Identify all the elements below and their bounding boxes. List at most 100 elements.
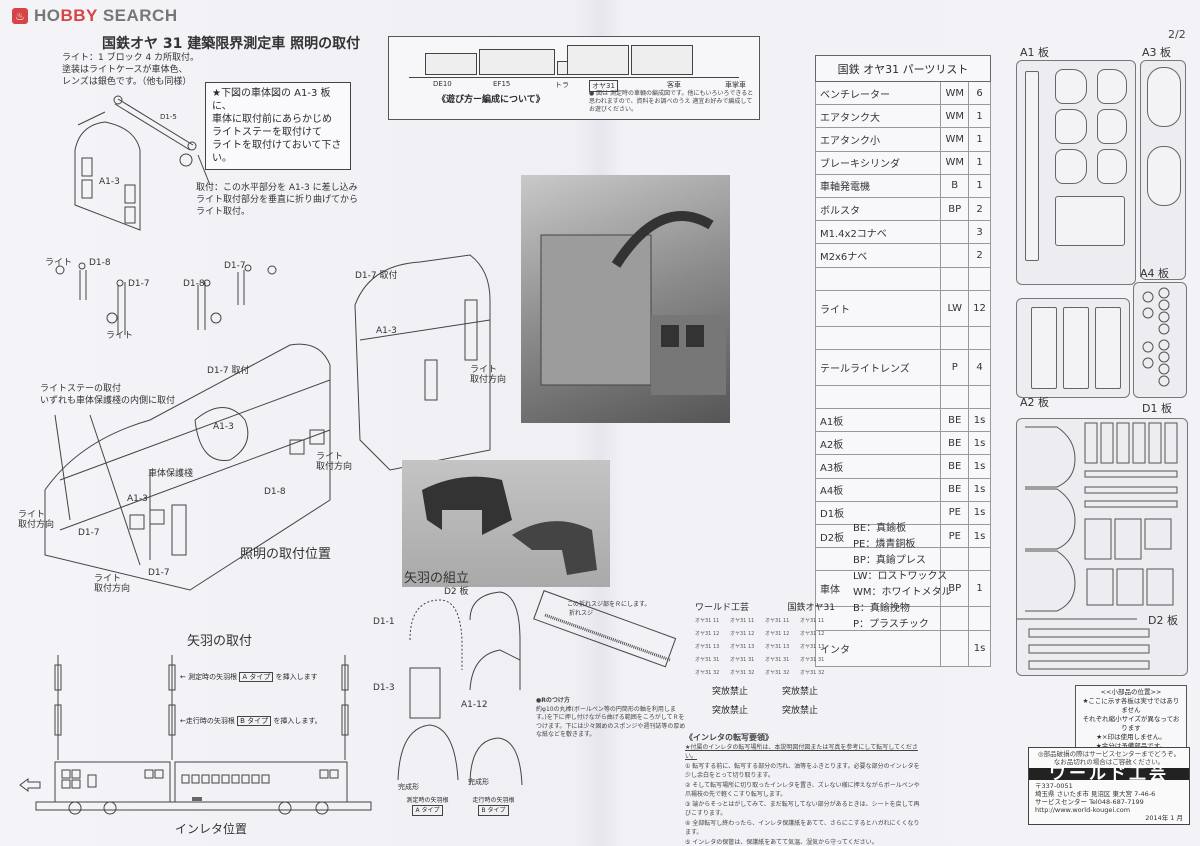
label-light-1: ライト — [45, 258, 73, 268]
label-d2-sheet-etch: D2 板 — [1148, 614, 1178, 627]
label-light-dir-right: ライト取付方向 — [316, 452, 353, 472]
car-brake-van: 車掌車 — [725, 81, 746, 89]
parts-mat-cell: WM — [940, 150, 969, 175]
label-d1-sheet: D1 板 — [1142, 402, 1172, 415]
decal-number: オヤ31 32 — [800, 670, 825, 676]
label-d1-7-a: D1-7 — [128, 279, 150, 289]
parts-qty-cell: 2 — [968, 243, 991, 268]
decal-number: オヤ31 32 — [695, 670, 720, 676]
decal-maker: ワールド工芸 — [695, 603, 750, 613]
parts-name-cell: ボルスタ — [814, 196, 942, 222]
car-de10: DE10 — [433, 80, 452, 88]
label-d1-7-body: D1-7 — [78, 528, 100, 538]
label-fold-note: この折れスジ部をＲにします。 — [567, 601, 651, 608]
parts-qty-cell: 3 — [968, 220, 991, 245]
parts-qty-cell — [968, 547, 991, 572]
label-d1-7-b: D1-7 — [224, 261, 246, 271]
parts-qty-cell: 2 — [968, 196, 991, 222]
decal-position-label: インレタ位置 — [175, 822, 248, 836]
car-passenger: 客車 — [667, 81, 681, 89]
a-type-instruction: ← 測定時の矢羽根 A タイプ を挿入します — [180, 672, 318, 682]
r-bending-note: ●Rのつけ方 約φ10の丸棒(ボールペン等の円筒形の軸を利用します。)を下に押し… — [536, 697, 686, 738]
decal-instructions: 《インレタの転写要領》 ★付属のインレタの転写場所は、本説明図付図または写真を参… — [685, 733, 920, 846]
formation-title: 《遊び方ー編成について》 — [437, 95, 545, 105]
decal-number: オヤ31 11 — [730, 618, 755, 624]
decal-number: オヤ31 13 — [695, 644, 720, 650]
light-note: ライト：1 ブロック 4 カ所取付。 塗装はライトケースが車体色、 レンズは銀色… — [62, 53, 200, 87]
label-body-guard: 車体保護棧 — [148, 469, 194, 479]
car-tora: トラ — [555, 81, 569, 89]
parts-row — [814, 325, 991, 350]
parts-name-cell: D1板 — [814, 500, 942, 526]
parts-name-cell: A4板 — [814, 477, 942, 502]
b-type-instruction: ←走行時の矢羽根 B タイプ を挿入します。 — [180, 716, 322, 726]
parts-qty-cell: 4 — [968, 348, 991, 386]
label-a1-3-body: A1-3 — [213, 422, 234, 432]
parts-list-title: 国鉄 オヤ31 パーツリスト — [815, 55, 991, 82]
parts-mat-cell: P — [940, 348, 969, 386]
decal-number: オヤ31 12 — [765, 631, 790, 637]
decal-model: 国鉄オヤ31 — [787, 603, 835, 613]
decal-number: オヤ31 11 — [695, 618, 720, 624]
label-d1-8-body: D1-8 — [264, 487, 286, 497]
gauge-install-diagram — [19, 655, 372, 815]
decal-number: オヤ31 11 — [765, 618, 790, 624]
page-number: 2/2 — [1168, 28, 1186, 41]
decal-number: オヤ31 13 — [765, 644, 790, 650]
label-d1-8-b: D1-8 — [183, 279, 205, 289]
parts-row: M1.4x2コナベ 3 — [814, 220, 991, 245]
decal-number: オヤ31 31 — [765, 657, 790, 663]
page-title: 国鉄オヤ 31 建築限界測定車 照明の取付 — [102, 36, 361, 52]
parts-name-cell: A3板 — [814, 454, 942, 479]
label-d1-5: D1-5 — [160, 113, 177, 121]
parts-name-cell: A2板 — [814, 431, 942, 456]
parts-name-cell: A1板 — [814, 408, 942, 433]
parts-qty-cell: 1 — [968, 127, 991, 152]
parts-qty-cell: 1s — [968, 477, 991, 502]
label-done-b: 完成形 — [468, 778, 489, 786]
label-light-dir-right-car: ライト取付方向 — [470, 365, 507, 385]
mount-note: 取付：この水平部分を A1-3 に差し込み ライト取付部分を垂直に折り曲げてから… — [196, 183, 359, 217]
gauge-assembly-caption: 矢羽の組立 — [404, 571, 470, 586]
label-a1-3-body-b: A1-3 — [127, 494, 148, 504]
parts-qty-cell — [968, 325, 991, 350]
decal-number: オヤ31 12 — [800, 631, 825, 637]
train-formation-box: DE10 EF15 トラ オヤ31 客車 車掌車 《遊び方ー編成について》 ● … — [388, 36, 760, 120]
parts-row — [814, 384, 991, 410]
car-oya31: オヤ31 — [589, 80, 618, 92]
parts-qty-cell: 12 — [968, 289, 991, 327]
label-done-a: 完成形 — [398, 783, 419, 791]
parts-qty-cell: 1 — [968, 570, 991, 608]
label-d1-1: D1-1 — [373, 617, 395, 627]
car-body-perspective-diagram — [44, 254, 491, 591]
label-d1-7-mount-a: D1-7 取付 — [207, 366, 250, 376]
parts-mat-cell — [940, 266, 969, 291]
parts-mat-cell: BE — [940, 477, 969, 502]
gauge-parts-photo — [402, 460, 610, 587]
parts-name-cell: M1.4x2コナベ — [814, 220, 942, 245]
parts-mat-cell — [940, 243, 969, 268]
parts-qty-cell: 6 — [968, 80, 991, 106]
label-fold: 折れスジ — [569, 610, 594, 617]
decal-number: オヤ31 32 — [730, 670, 755, 676]
hobby-search-flame-icon: ♨ — [12, 8, 28, 24]
label-d1-8-a: D1-8 — [89, 258, 111, 268]
parts-qty-cell — [968, 606, 991, 631]
parts-qty-cell — [968, 384, 991, 410]
car-ef15: EF15 — [493, 80, 511, 88]
parts-name-cell: D2板 — [814, 523, 942, 549]
maker-info-box: ◎部品破損の際はサービスセンターまでどうぞ。 なお品切れの場合はご容赦ください。… — [1028, 747, 1190, 825]
